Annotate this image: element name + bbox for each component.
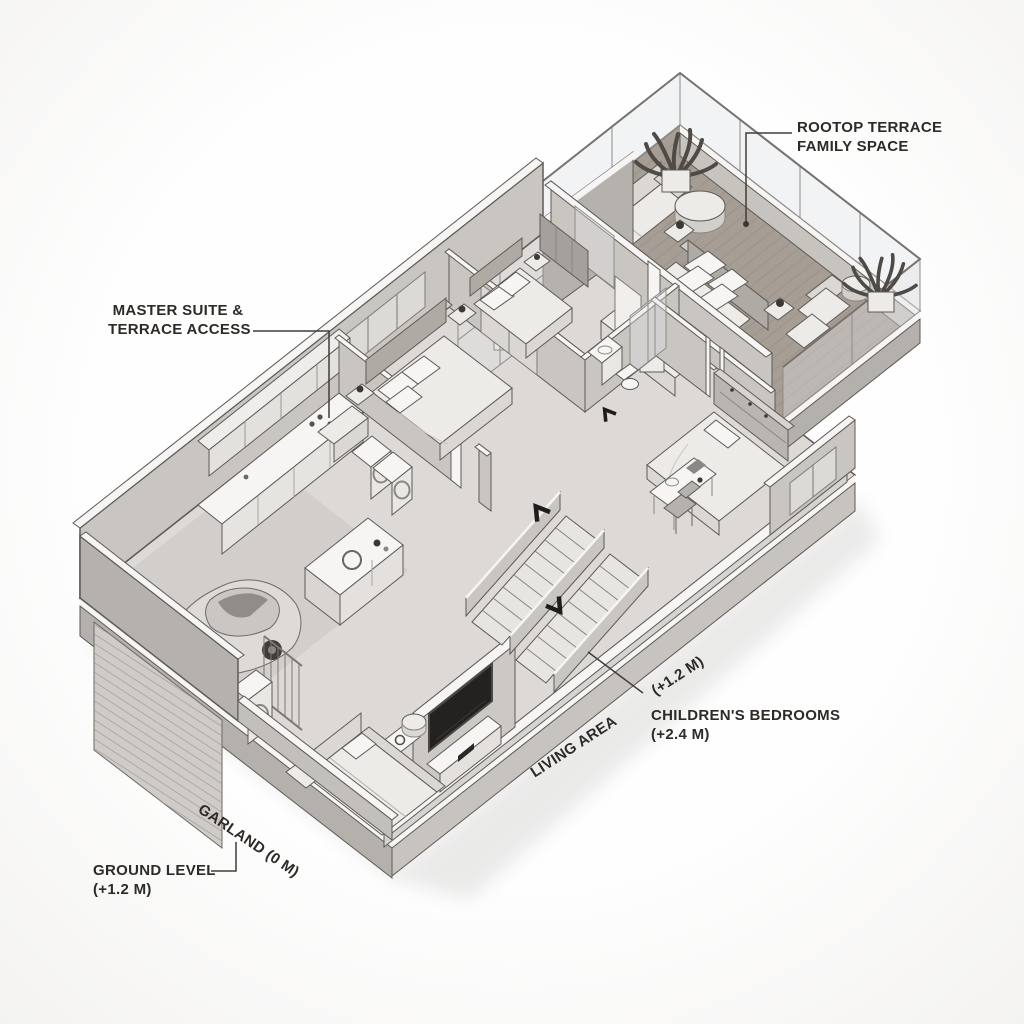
terrace-plant: [842, 253, 918, 313]
kitchen-island: [304, 517, 404, 627]
label-rooftop-terrace: ROOTOP TERRACE FAMILY SPACE: [797, 118, 942, 156]
second-bedroom: [469, 212, 589, 360]
se-parapet: [383, 415, 856, 849]
label-master-suite: MASTER SUITE & TERRACE ACCESS: [108, 301, 251, 339]
tv-console: [426, 715, 502, 794]
children-bedroom: [646, 368, 795, 537]
stairs: [465, 490, 649, 694]
bathroom: [587, 286, 667, 390]
terrace-plant: [634, 128, 718, 193]
kitchen-upper-cabinets: [197, 328, 351, 478]
nightstand: [523, 251, 551, 272]
leader-lines: [211, 132, 792, 872]
terrace-armchair: [785, 274, 851, 349]
ground-shadow: [84, 500, 880, 900]
rooftop-terrace: [457, 71, 922, 453]
kitchen-faucet: [243, 474, 249, 480]
label-line: MASTER SUITE &: [112, 302, 244, 319]
label-line: TERRACE ACCESS: [108, 321, 251, 339]
stair-railings: [465, 490, 649, 694]
label-children-bedrooms: CHILDREN'S BEDROOMS (+2.4 M): [651, 706, 840, 744]
children-se-wall: [763, 415, 856, 537]
label-line: CHILDREN'S BEDROOMS: [651, 707, 841, 724]
washer-dryer: [351, 435, 413, 517]
sw-facade: [79, 531, 399, 850]
wardrobe: [539, 212, 589, 289]
nightstand: [763, 297, 795, 321]
label-line: FAMILY SPACE: [797, 138, 909, 156]
nightstand: [663, 219, 695, 243]
garage: [167, 579, 303, 745]
tv-screen: [428, 661, 493, 754]
label-ground-level: GROUND LEVEL (+1.2 M): [93, 861, 216, 899]
label-line: (+2.4 M): [651, 726, 710, 744]
label-line: ROOTOP TERRACE: [797, 119, 943, 136]
terrace-glass-door: [574, 204, 615, 290]
kitchen: [197, 328, 413, 627]
master-bed: [317, 296, 513, 464]
pouf: [401, 713, 427, 738]
label-line: GROUND LEVEL: [93, 862, 216, 879]
desk: [649, 457, 717, 530]
desk-chair: [663, 480, 701, 534]
toilet: [615, 363, 639, 390]
garage-door: [93, 620, 223, 850]
label-line: (+1.2 M): [93, 881, 152, 899]
